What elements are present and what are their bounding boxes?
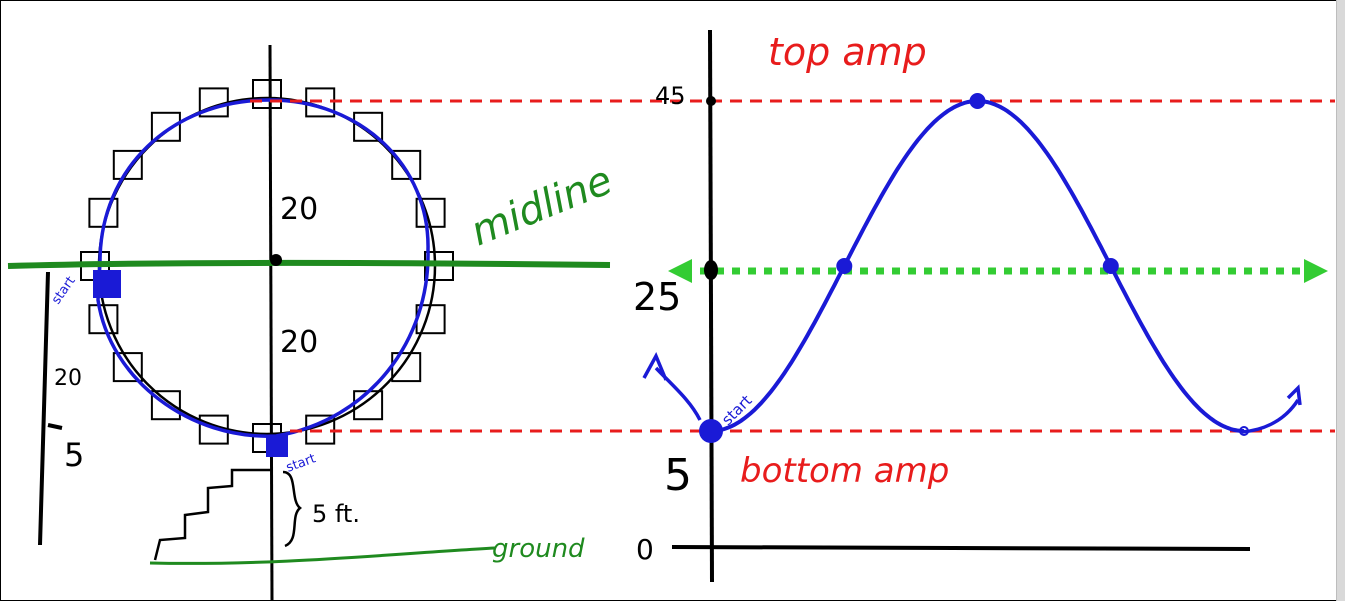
center-dot (270, 254, 282, 266)
right-end-arrow-icon (1241, 384, 1302, 434)
wheel-cart (252, 79, 282, 109)
brace-icon (282, 470, 302, 548)
curve-point (969, 93, 986, 109)
scrollbar[interactable] (1336, 0, 1345, 601)
wheel-cart (88, 304, 119, 335)
y-axis (708, 29, 714, 583)
tick-dot-45 (706, 96, 716, 106)
wheel-cart (150, 390, 181, 421)
curve-point (1102, 258, 1119, 274)
start-left-label: start (49, 274, 79, 307)
bottom-amp-label: bottom amp (740, 451, 949, 491)
start-marker-left (93, 270, 121, 298)
start-marker-bottom (266, 435, 288, 457)
y-label-0: 0 (636, 533, 654, 566)
y-label-45: 45 (655, 82, 686, 110)
curve-point (836, 258, 853, 274)
y-label-5: 5 (664, 450, 692, 501)
y-label-25: 25 (633, 275, 681, 319)
side-height-20-label: 20 (54, 366, 82, 391)
wheel-cart (150, 111, 181, 142)
wheel-cart (112, 149, 143, 180)
wheel-cart (353, 111, 384, 142)
wheel-cart (198, 87, 229, 118)
midline-label: midline (465, 157, 619, 255)
ferris-wheel-diagram: midline 20 20 20 5 start start 5 ft. gro… (7, 44, 619, 601)
side-height-5-label: 5 (64, 436, 84, 474)
ground-label: ground (492, 534, 585, 564)
height-bracket (38, 271, 63, 546)
wheel-cart (198, 414, 229, 445)
upper-radius-label: 20 (280, 192, 318, 227)
x-axis (671, 545, 1251, 551)
midline-line (7, 259, 611, 269)
wheel-cart (391, 149, 422, 180)
wheel-cart (112, 352, 143, 383)
ground-line (149, 546, 496, 565)
sinusoid-graph: top amp bottom amp start 45 25 5 0 (250, 29, 1335, 583)
sinusoid-curve (710, 98, 1245, 433)
staircase-icon (153, 468, 272, 561)
start-bottom-label: start (284, 451, 318, 475)
midline-arrow-left-icon (668, 259, 692, 283)
left-end-arrow-icon (642, 351, 702, 421)
midline-arrow-right-icon (1304, 259, 1328, 283)
five-ft-label: 5 ft. (312, 500, 360, 528)
wheel-cart (415, 197, 446, 228)
vertical-axis (268, 44, 274, 601)
top-amp-label: top amp (768, 30, 927, 74)
traced-path (96, 98, 430, 438)
lower-radius-label: 20 (280, 325, 318, 360)
tick-dot-25 (704, 260, 718, 280)
wheel-cart (353, 390, 384, 421)
